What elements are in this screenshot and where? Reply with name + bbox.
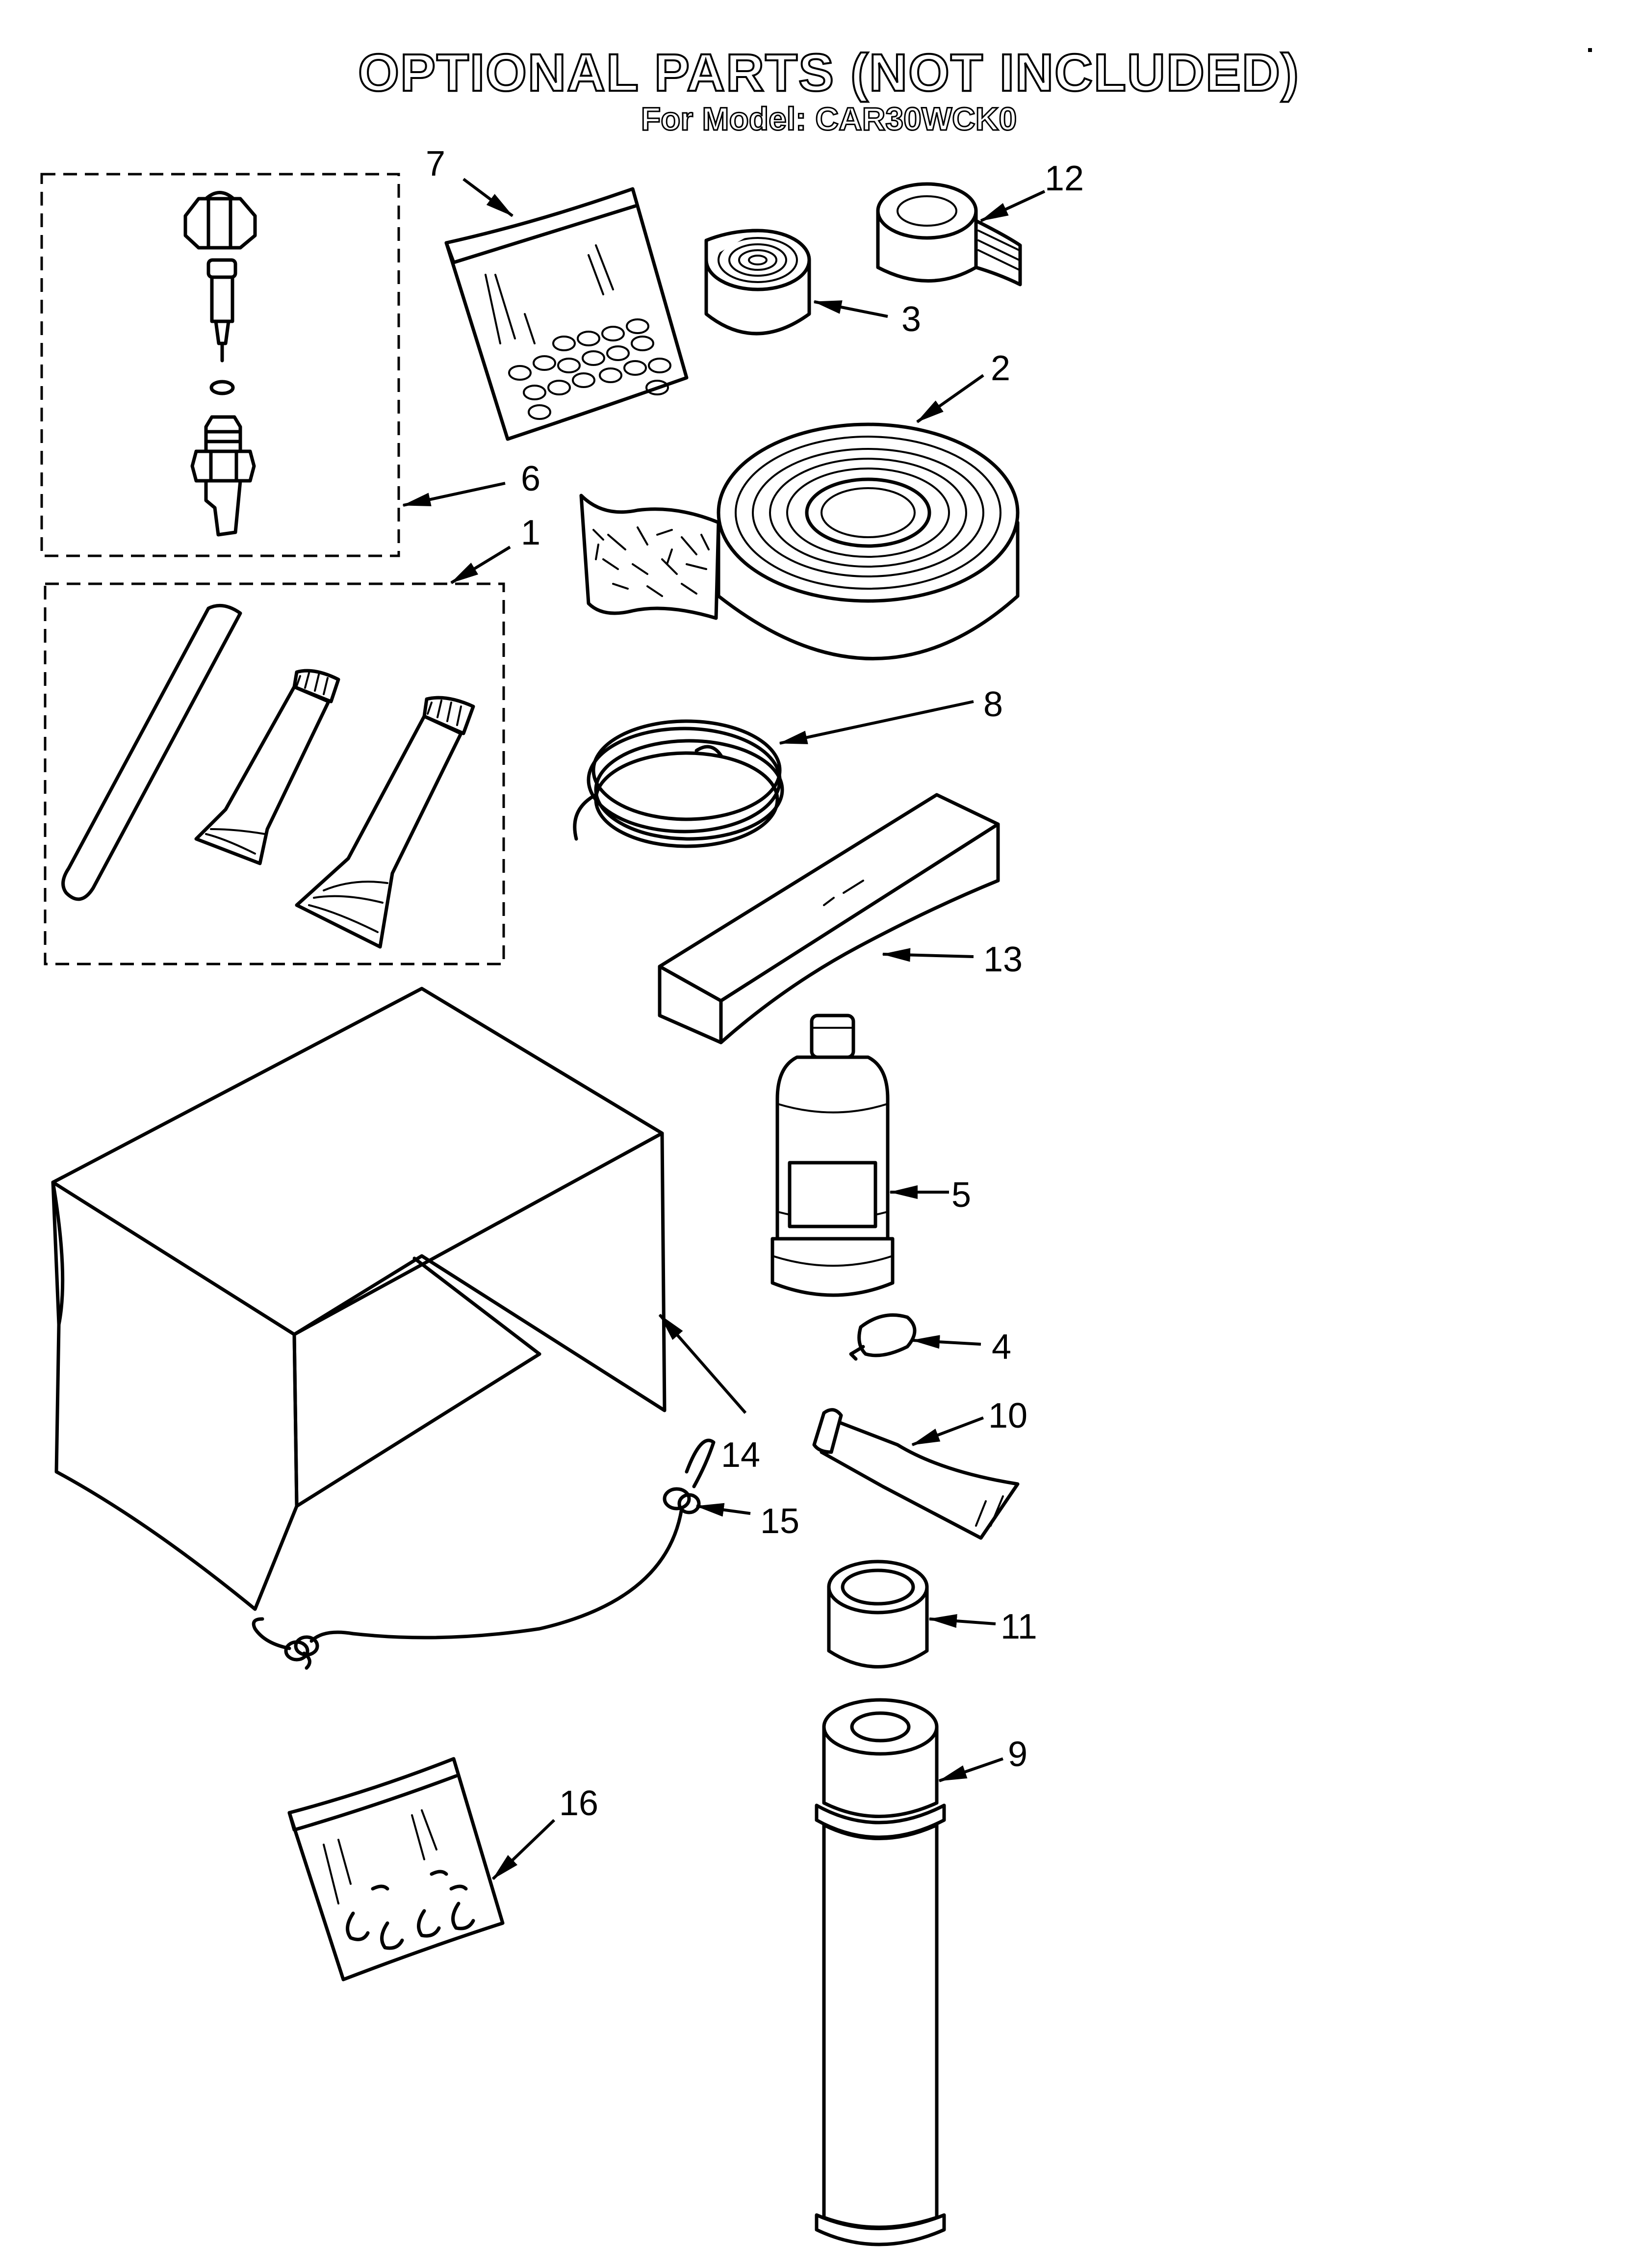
part-3-leader — [813, 300, 888, 318]
callout-8: 8 — [983, 685, 1003, 724]
part-9-leader — [938, 1757, 1003, 1782]
part-2-insulation-roll — [579, 422, 1020, 660]
part-15-leader — [695, 1503, 751, 1517]
callout-1: 1 — [521, 513, 540, 552]
callout-10: 10 — [988, 1396, 1027, 1435]
callout-12: 12 — [1045, 159, 1084, 198]
part-1-sealant-kit — [44, 582, 505, 965]
part-6-dashed-box — [40, 173, 400, 557]
part-11-small-roll — [827, 1560, 929, 1668]
part-3-tape-roll — [704, 229, 811, 336]
callout-14: 14 — [721, 1435, 760, 1475]
part-6-valve-kit — [40, 173, 400, 557]
callout-15: 15 — [760, 1502, 799, 1541]
part-14-cover — [51, 987, 667, 1611]
callout-4: 4 — [992, 1328, 1011, 1367]
part-16-clip-bag — [287, 1757, 505, 1981]
part-8-wire-coil — [573, 719, 784, 848]
part-7-leader — [462, 178, 513, 217]
part-1-leader — [450, 546, 511, 584]
part-12-tape-roll — [876, 182, 1022, 287]
part-5-cleaner-bottle — [770, 1014, 895, 1297]
callout-13: 13 — [983, 940, 1023, 979]
part-2-leader — [916, 374, 984, 423]
model-subtitle: For Model: CAR30WCK0 — [641, 101, 1017, 137]
callout-11: 11 — [1001, 1607, 1037, 1646]
callout-7: 7 — [426, 144, 445, 183]
corner-mark — [1588, 48, 1592, 52]
part-1-dashed-box — [44, 582, 505, 965]
part-13-leader — [882, 948, 974, 962]
callout-3: 3 — [901, 300, 921, 339]
part-14-leader — [658, 1314, 747, 1414]
part-8-leader — [779, 700, 974, 745]
part-9-aerosol-can — [815, 1698, 946, 2246]
part-10-lubricant-tube — [812, 1408, 1020, 1540]
part-4-capsule — [849, 1313, 917, 1361]
part-4-leader — [911, 1335, 981, 1349]
callout-16: 16 — [559, 1784, 598, 1823]
part-12-leader — [980, 190, 1046, 222]
part-7-hardware-bag — [444, 187, 689, 441]
part-6-leader — [402, 482, 506, 507]
callout-9: 9 — [1008, 1735, 1027, 1774]
callout-2: 2 — [991, 349, 1010, 388]
page-title: OPTIONAL PARTS (NOT INCLUDED) — [358, 43, 1300, 102]
part-15-cord — [252, 1438, 716, 1670]
part-13-putty-bar — [658, 793, 1000, 1044]
part-10-leader — [911, 1416, 984, 1446]
callout-5: 5 — [951, 1175, 971, 1215]
callout-6: 6 — [521, 459, 540, 498]
part-11-leader — [928, 1614, 996, 1628]
part-16-leader — [491, 1819, 556, 1880]
